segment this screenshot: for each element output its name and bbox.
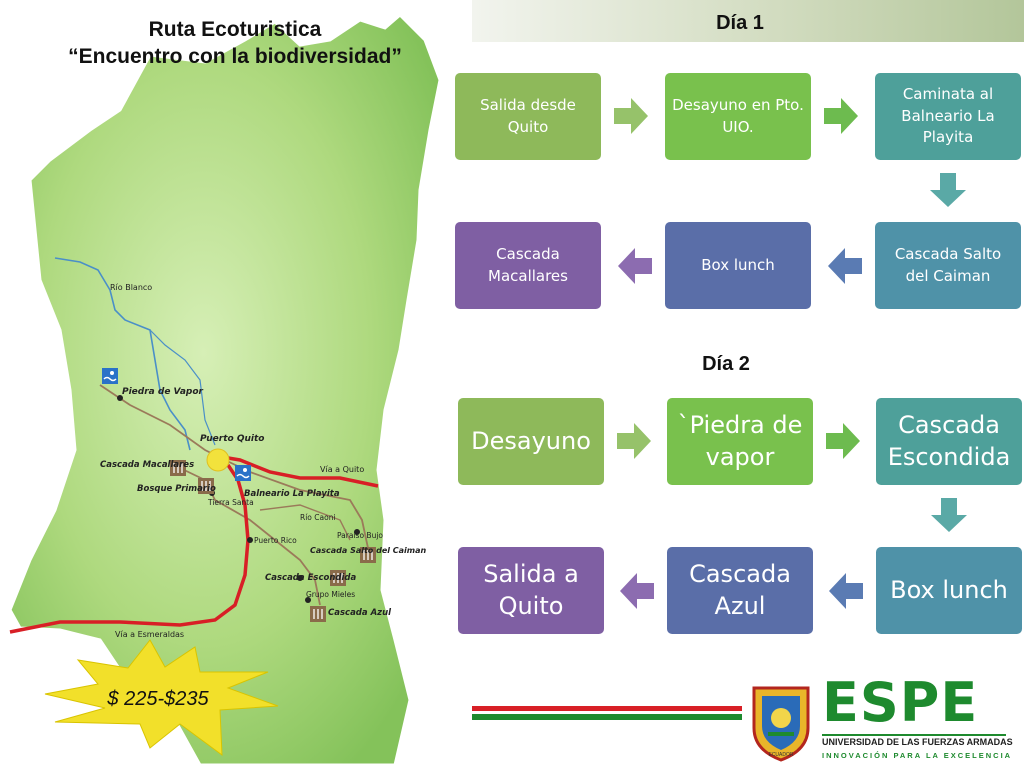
day2-label: Día 2 [702,353,750,375]
arrow-right-icon [824,98,858,134]
map-label-puerto-rico: Puerto Rico [254,536,297,545]
road-via-a-esmeraldas [9,464,250,634]
map-label-grupo-mieles: Grupo Mieles [306,590,355,599]
day1-step-caminata: Caminata al Balneario La Playita [875,73,1021,160]
map-label-balneario-la-playita: Balneario La Playita [244,489,340,499]
route-map: Río Blanco Piedra de Vapor Puerto Quito … [8,12,442,767]
day2-step-desayuno: Desayuno [458,398,604,485]
road-secondary-3 [259,504,351,541]
arrow-left-icon [620,573,654,609]
arrow-down-icon [930,173,966,207]
price-starburst [44,639,279,757]
day1-step-label: Cascada Macallares [488,244,568,285]
decorative-stripe-red [472,706,742,711]
day1-step-label: Caminata al Balneario La Playita [901,84,995,147]
day1-step-label: Salida desde Quito [480,95,576,136]
day1-step-label: Box lunch [701,255,775,274]
day2-step-box-lunch: Box lunch [876,547,1022,634]
arrow-left-icon [828,248,862,284]
map-label-via-a-quito: Vía a Quito [320,465,364,474]
map-label-puerto-quito: Puerto Quito [200,434,264,444]
cascada-escondida-marker [297,575,303,581]
price-label: $ 225-$235 [107,688,209,710]
swimming-icon [102,368,118,384]
map-label-rio-blanco: Río Blanco [110,283,152,292]
arrow-right-icon [617,423,651,459]
espe-seal-icon [752,686,810,762]
espe-logo-tagline: INNOVACIÓN PARA LA EXCELENCIA [822,751,1013,760]
day1-step-label: Cascada Salto del Caiman [894,244,1002,285]
arrow-right-icon [826,423,860,459]
map-territory [8,12,442,767]
swimming-icon [235,465,251,481]
arrow-left-icon [618,248,652,284]
puerto-quito-marker [206,448,230,472]
day1-step-label: Desayuno en Pto. UIO. [672,95,804,136]
day2-step-cascada-escondida: Cascada Escondida [876,398,1022,485]
road-via-a-quito [209,453,379,488]
day2-step-label: `Piedra de vapor [677,411,803,471]
day1-label: Día 1 [716,12,764,34]
espe-logo-subtitle: UNIVERSIDAD DE LAS FUERZAS ARMADAS [822,737,1013,747]
day1-step-cascada-salto-del-caiman: Cascada Salto del Caiman [875,222,1021,309]
arrow-left-icon [829,573,863,609]
map-label-paraiso-bujo: Paraíso Bujo [337,531,383,540]
espe-seal-caption: ECUADOR [768,752,794,758]
river-rio-blanco [54,257,191,451]
map-label-cascada-escondida: Cascada Escondida [265,573,356,583]
arrow-right-icon [614,98,648,134]
waterfall-icon [360,547,376,563]
waterfall-icon [170,460,186,476]
map-label-cascada-macallares: Cascada Macallares [100,460,194,470]
waterfall-icon [198,478,214,494]
day-banner [472,0,1024,42]
day1-step-salida-desde-quito: Salida desde Quito [455,73,601,160]
day2-step-label: Salida a Quito [483,560,579,620]
map-label-rio-caoni: Río Caoni [300,513,336,522]
river-caoni [149,329,216,446]
decorative-stripe-green [472,714,742,720]
grupo-mieles-marker [305,597,311,603]
map-label-tierra-santa: Tierra Santa [207,498,254,507]
espe-logo-divider [822,734,1006,736]
day2-step-salida-a-quito: Salida a Quito [458,547,604,634]
waterfall-icon [330,570,346,586]
puerto-rico-marker [247,537,253,543]
map-label-cascada-azul: Cascada Azul [328,608,392,618]
piedra-de-vapor-marker [117,395,123,401]
day2-step-cascada-azul: Cascada Azul [667,547,813,634]
map-label-bosque-primario: Bosque Primario [137,484,216,494]
day1-step-desayuno: Desayuno en Pto. UIO. [665,73,811,160]
decorative-stripe-white [472,711,742,714]
map-label-cascada-salto-del-caiman: Cascada Salto del Caiman [310,546,427,555]
day1-step-cascada-macallares: Cascada Macallares [455,222,601,309]
day1-step-box-lunch: Box lunch [665,222,811,309]
page-subtitle: “Encuentro con la biodiversidad” [68,45,402,68]
waterfall-icon [310,606,326,622]
page-title: Ruta Ecoturistica [148,18,322,41]
day2-step-label: Box lunch [890,575,1008,604]
map-label-via-a-esmeraldas: Vía a Esmeraldas [115,630,184,639]
paraiso-bujo-marker [354,529,360,535]
day2-step-label: Cascada Azul [689,560,791,620]
espe-logo-name: ESPE [822,671,979,734]
day2-step-label: Cascada Escondida [887,411,1011,471]
map-label-piedra-de-vapor: Piedra de Vapor [122,387,204,397]
day2-step-piedra-de-vapor: `Piedra de vapor [667,398,813,485]
day2-step-label: Desayuno [471,426,591,455]
arrow-down-icon [931,498,967,532]
